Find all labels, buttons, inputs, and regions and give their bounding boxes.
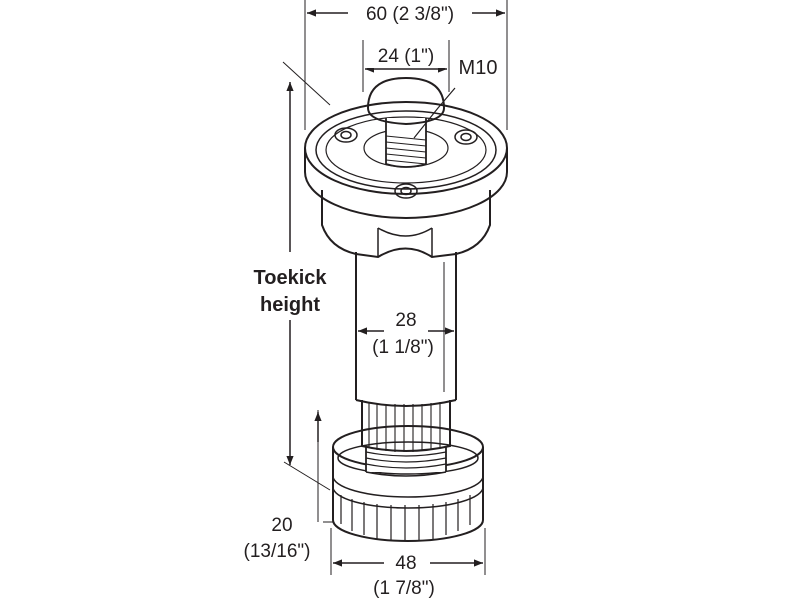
cabinet-leg-part — [304, 76, 508, 542]
tube-width-inch-label: (1 1/8") — [372, 337, 434, 358]
leg-tube — [355, 252, 457, 407]
mounting-cup — [321, 190, 491, 259]
base-width-inch-label: (1 7/8") — [373, 578, 435, 599]
mounting-plate — [304, 101, 508, 219]
screw-hole — [454, 129, 478, 145]
base-foot — [332, 425, 484, 542]
dimension-labels: 60 (2 3/8") 24 (1") M10 Toekick height 2… — [244, 0, 498, 599]
dimension-lines — [282, 0, 508, 575]
base-knurl-ribs — [340, 495, 471, 541]
screw-hole — [334, 127, 358, 143]
base-width-label: 48 — [395, 553, 416, 574]
base-height-inch-label: (13/16") — [244, 541, 311, 562]
screw-hole — [394, 183, 418, 199]
center-bolt — [366, 76, 446, 168]
toekick-height-label-line2: height — [260, 294, 320, 316]
tube-collar — [361, 398, 451, 452]
base-height-label: 20 — [271, 515, 292, 536]
tube-width-label: 28 — [395, 310, 416, 331]
stem-width-label: 24 (1") — [378, 46, 434, 67]
toekick-height-label-line1: Toekick — [254, 267, 328, 289]
thread-size-label: M10 — [459, 57, 498, 79]
top-width-label: 60 (2 3/8") — [366, 4, 454, 25]
